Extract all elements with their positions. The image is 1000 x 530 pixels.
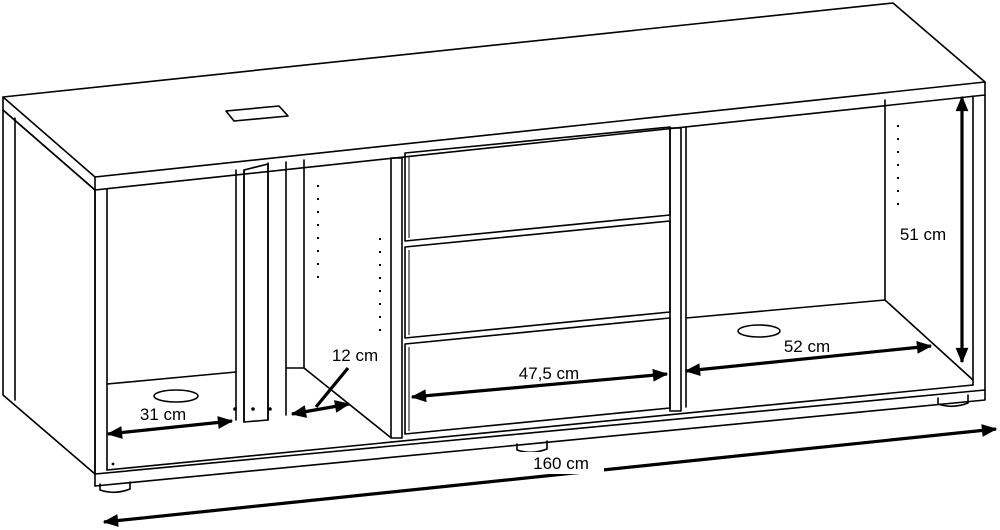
drawer-2 xyxy=(404,220,671,339)
label-divider-gap: 12 cm xyxy=(332,346,378,365)
dim-arrow-total-width xyxy=(102,424,998,527)
dim-arrow-right-width xyxy=(684,341,933,376)
vertical-divider-board xyxy=(243,163,269,423)
drawer-3 xyxy=(404,317,671,435)
cable-hole-left xyxy=(153,389,199,403)
divider-left xyxy=(390,157,403,439)
label-total-width: 160 cm xyxy=(533,454,589,473)
label-drawer-width: 47,5 cm xyxy=(519,364,579,383)
dim-arrow-left-width xyxy=(106,416,234,439)
cable-hole-right xyxy=(737,324,781,338)
cable-port xyxy=(225,105,289,122)
dim-arrow-divider-gap xyxy=(290,400,351,418)
divider-right xyxy=(669,127,682,412)
dim-arrow-drawer-width xyxy=(410,368,669,403)
leader-divider-gap xyxy=(314,366,350,409)
label-height: 51 cm xyxy=(900,225,946,244)
dimension-lines xyxy=(102,95,998,527)
drawer-1 xyxy=(404,126,671,242)
foot-right xyxy=(937,394,969,408)
cabinet-top xyxy=(2,2,986,178)
dimension-labels: 160 cm 51 cm 47,5 cm 52 cm 31 cm 12 cm xyxy=(140,220,957,474)
label-left-width: 31 cm xyxy=(140,405,186,424)
label-right-width: 52 cm xyxy=(784,337,830,356)
